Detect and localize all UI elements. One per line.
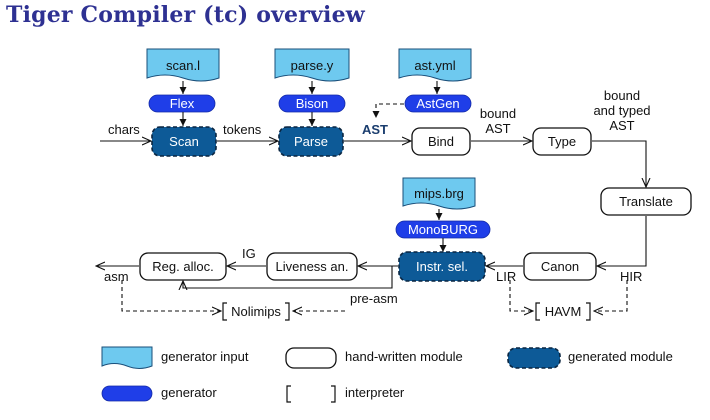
interpreter-nolimips: Nolimips [222,302,290,321]
generator-flex-label: Flex [170,96,195,111]
input-ast-yml: ast.yml [398,48,472,82]
edge-label-chars: chars [108,122,140,137]
input-ast-yml-label: ast.yml [414,58,455,73]
module-instr-sel: Instr. sel. [398,251,486,282]
module-reg-alloc: Reg. alloc. [139,252,227,281]
generator-bison-label: Bison [296,96,329,111]
legend-generated-swatch [507,347,561,369]
interpreter-havm-label: HAVM [545,304,582,319]
module-scan: Scan [151,126,217,157]
edge-label-typed-2: and typed [593,103,650,118]
legend-generator-input-swatch [101,346,153,369]
module-liveness-label: Liveness an. [276,259,349,274]
legend-generator-label: generator [161,385,217,400]
edge-label-ig: IG [242,246,256,261]
module-canon: Canon [523,252,597,281]
generator-monoburg: MonoBURG [395,220,491,239]
legend-generator-swatch [101,385,153,402]
module-reg-alloc-label: Reg. alloc. [152,259,213,274]
legend-interpreter-swatch-right [331,385,336,403]
generator-astgen-label: AstGen [416,96,459,111]
edge-label-bound-2: AST [485,121,510,136]
legend-generated-label: generated module [568,349,673,364]
legend-hand-written-label: hand-written module [345,349,463,364]
edge-label-hir: HIR [620,269,642,284]
module-parse: Parse [278,126,344,157]
module-scan-label: Scan [169,134,199,149]
edge-label-tokens: tokens [223,122,262,137]
edge-label-bound-1: bound [480,106,516,121]
generator-astgen: AstGen [404,94,472,113]
module-translate-label: Translate [619,194,673,209]
generator-monoburg-label: MonoBURG [408,222,478,237]
module-translate: Translate [600,187,692,216]
generator-flex: Flex [148,94,216,113]
legend-hand-written-swatch [285,347,337,369]
legend-interpreter-swatch-left [286,385,291,403]
edge-label-ast: AST [362,122,388,137]
input-mips-brg-label: mips.brg [414,186,464,201]
input-parse-y-label: parse.y [291,58,334,73]
edge-label-typed-1: bound [604,88,640,103]
generator-bison: Bison [278,94,346,113]
legend: generator input hand-written module gene… [101,346,673,403]
module-bind: Bind [411,127,471,156]
module-instr-sel-label: Instr. sel. [416,259,468,274]
module-bind-label: Bind [428,134,454,149]
edge-label-preasm: pre-asm [350,291,398,306]
edge-label-typed-3: AST [609,118,634,133]
page-title: Tiger Compiler (tc) overview [6,2,365,28]
module-type-label: Type [548,134,576,149]
module-canon-label: Canon [541,259,579,274]
module-parse-label: Parse [294,134,328,149]
interpreter-havm: HAVM [535,302,591,321]
module-liveness: Liveness an. [266,252,358,281]
interpreter-nolimips-label: Nolimips [231,304,281,319]
edge-label-asm: asm [104,269,129,284]
input-parse-y: parse.y [274,48,350,82]
legend-generator-input-label: generator input [161,349,249,364]
edge-label-lir: LIR [496,269,516,284]
input-scan-l: scan.l [146,48,220,82]
legend-interpreter-label: interpreter [345,385,405,400]
input-scan-l-label: scan.l [166,58,200,73]
input-mips-brg: mips.brg [402,177,476,210]
module-type: Type [532,127,592,156]
